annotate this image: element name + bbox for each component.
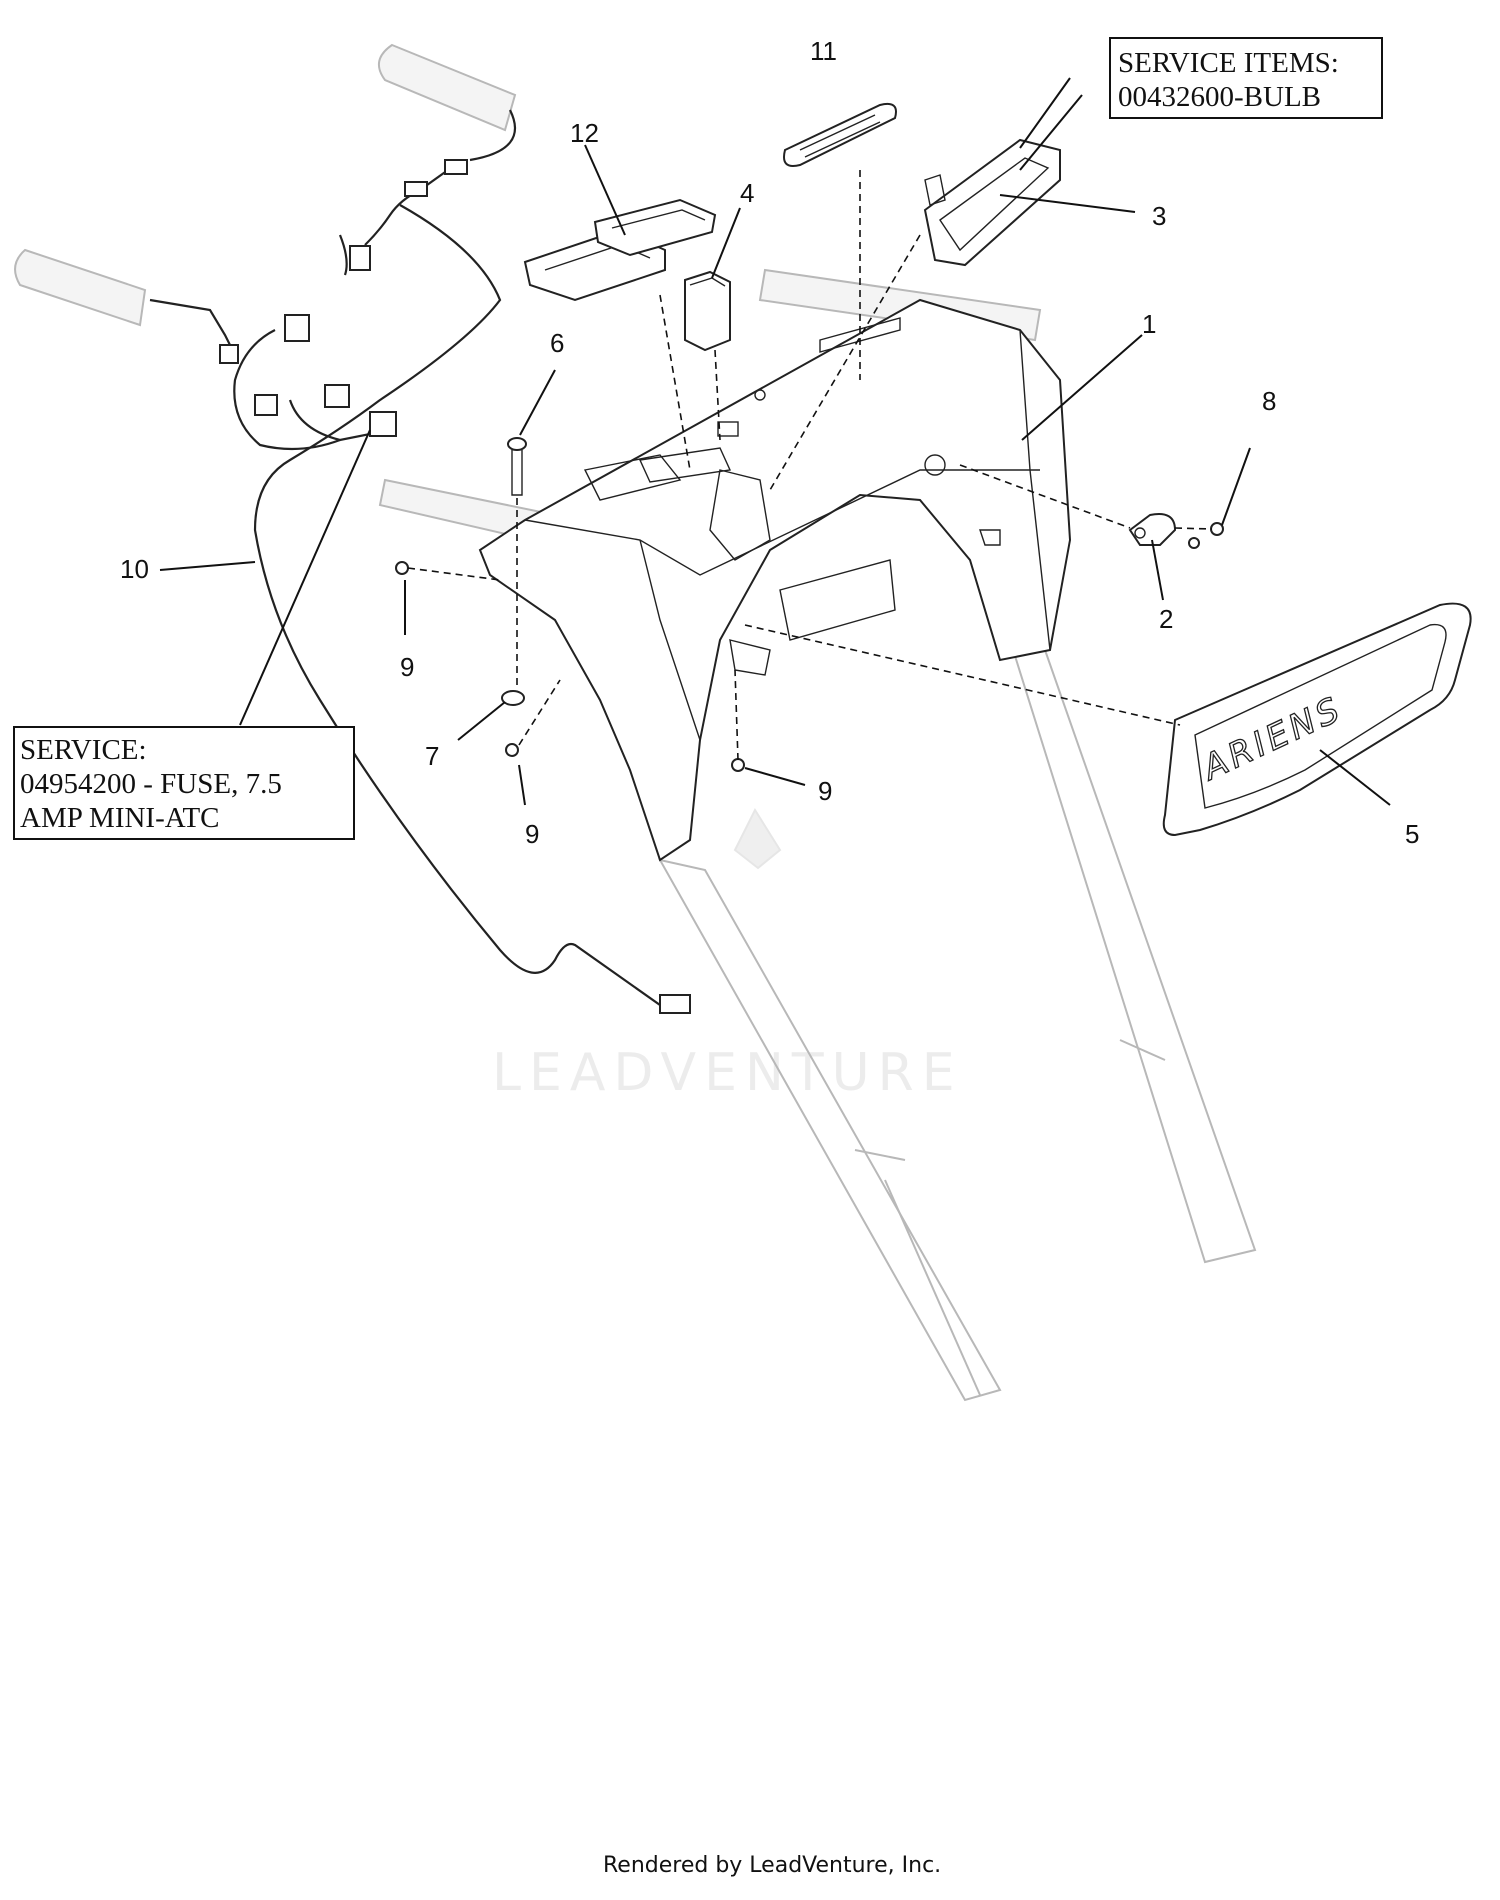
part-5-logo-panel: ARIENS [1162, 602, 1472, 837]
service-items-title: SERVICE ITEMS: [1118, 47, 1339, 79]
callout-3: 3 [1152, 201, 1166, 231]
service-fuse-line2: 04954200 - FUSE, 7.5 [20, 768, 282, 800]
part-8-nut [1188, 522, 1224, 549]
callout-11: 11 [810, 36, 837, 66]
callout-9-right: 9 [818, 776, 832, 806]
part-2-clip [1128, 513, 1177, 546]
part-4-switch [684, 270, 731, 352]
callout-9-left: 9 [400, 652, 414, 682]
watermark-text: LEADVENTURE [492, 1043, 963, 1103]
callout-6: 6 [550, 328, 564, 358]
leader-lines [159, 77, 1391, 806]
console-panel [478, 298, 1072, 862]
service-items-bulb: 00432600-BULB [1118, 81, 1321, 113]
part-7-washer [501, 690, 525, 706]
callout-9-bottom: 9 [525, 819, 539, 849]
callout-1: 1 [1142, 309, 1156, 339]
part-12-covers [523, 198, 717, 302]
callout-5: 5 [1405, 819, 1419, 849]
assembly-lines [407, 170, 1213, 761]
callout-4: 4 [740, 178, 754, 208]
service-fuse-line3: AMP MINI-ATC [20, 802, 220, 834]
service-fuse-title: SERVICE: [20, 734, 147, 766]
footer-rendered-by: Rendered by LeadVenture, Inc. [603, 1853, 941, 1878]
callout-10: 10 [120, 554, 149, 584]
callout-8: 8 [1262, 386, 1276, 416]
callout-2: 2 [1159, 604, 1173, 634]
leadventure-watermark: LEADVENTURE [492, 807, 963, 1103]
part-11-lens [783, 102, 897, 167]
service-items-box: SERVICE ITEMS: 00432600-BULB [1109, 37, 1383, 119]
callout-12: 12 [570, 118, 599, 148]
part-10-harness [149, 109, 691, 1014]
callout-labels: 1 2 3 4 5 6 7 8 9 9 9 10 11 12 [120, 36, 1419, 849]
part-6-bolt [507, 437, 527, 496]
service-fuse-box: SERVICE: 04954200 - FUSE, 7.5 AMP MINI-A… [13, 726, 355, 840]
part-3-headlight [923, 138, 1061, 267]
callout-7: 7 [425, 741, 439, 771]
